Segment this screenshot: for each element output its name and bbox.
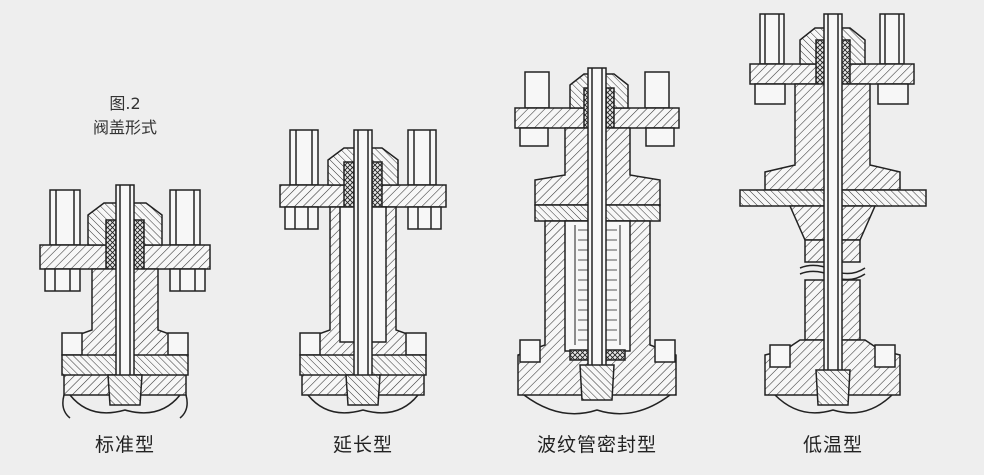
label-bellows-seal: 波纹管密封型 (536, 434, 657, 456)
bonnet-standard (39, 184, 211, 419)
bonnet-bellows-seal (514, 67, 680, 415)
stud-right (169, 189, 201, 246)
bonnet-cryogenic (739, 13, 927, 414)
label-extended: 延长型 (332, 434, 393, 456)
figure-caption: 图.2 阀盖形式 (60, 92, 190, 140)
label-cryogenic: 低温型 (802, 434, 863, 456)
bonnet-extended (279, 129, 447, 414)
label-standard: 标准型 (94, 434, 155, 456)
stud-left (49, 189, 81, 246)
figure-title: 阀盖形式 (92, 118, 157, 137)
figure-number: 图.2 (109, 94, 141, 113)
